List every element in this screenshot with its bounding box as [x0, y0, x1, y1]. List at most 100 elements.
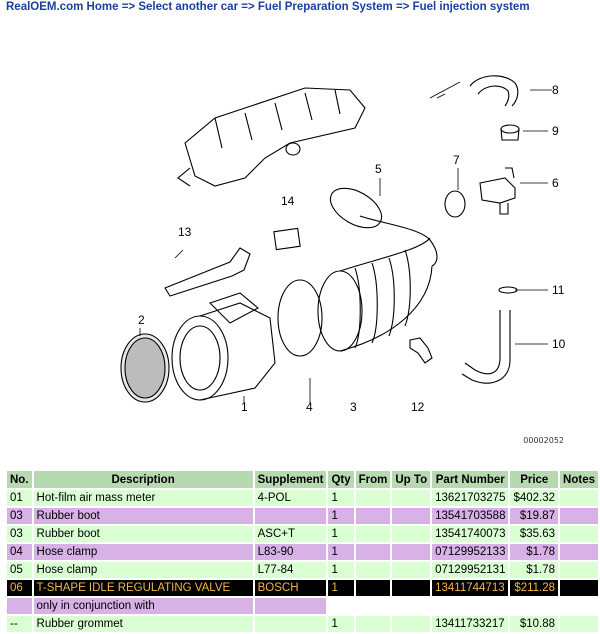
fitting-part[interactable]	[409, 337, 433, 364]
callout-14[interactable]: 14	[281, 194, 295, 208]
hose-clamp-4-part[interactable]	[277, 279, 323, 357]
callout-1[interactable]: 1	[241, 400, 248, 414]
hose-8-part[interactable]	[469, 75, 519, 107]
table-row[interactable]: 03 Rubber boot 1 13541703588 $19.87	[7, 508, 598, 524]
cell-notes	[560, 544, 598, 560]
cell-from	[355, 580, 391, 596]
clip-part[interactable]	[498, 286, 518, 294]
callout-13[interactable]: 13	[178, 225, 192, 239]
screen-filter-part[interactable]	[120, 333, 170, 403]
cell-no: 04	[7, 544, 32, 560]
callout-7[interactable]: 7	[453, 153, 460, 167]
cell-price	[510, 598, 559, 614]
cell-qty: 1	[328, 526, 354, 542]
ring-part[interactable]	[444, 190, 466, 218]
cell-part-number[interactable]: 07129952133	[432, 544, 509, 560]
grommet-part[interactable]	[500, 124, 520, 141]
cell-no	[7, 598, 32, 614]
cell-supplement: L83-90	[254, 544, 327, 560]
select-car-link[interactable]: Select another car	[138, 1, 239, 13]
cell-notes	[560, 508, 598, 524]
cell-no: 03	[7, 526, 32, 542]
callout-4[interactable]: 4	[306, 400, 313, 414]
cell-from	[355, 526, 391, 542]
cell-part-number[interactable]: 13411744713	[432, 580, 509, 596]
cell-up-to	[392, 580, 431, 596]
callout-8[interactable]: 8	[552, 83, 559, 97]
cell-supplement: ASC+T	[254, 526, 327, 542]
header-notes: Notes	[560, 471, 598, 488]
cell-from	[355, 562, 391, 578]
connector-part[interactable]	[273, 227, 301, 251]
hose-10-part[interactable]	[461, 310, 511, 384]
diagram-id: 00002052	[523, 436, 564, 445]
table-row[interactable]: -- Rubber grommet 1 13411733217 $10.88	[7, 616, 598, 632]
cell-supplement	[254, 616, 327, 632]
hose-clamp-5-part[interactable]	[324, 180, 388, 236]
cell-part-number[interactable]: 13411733217	[432, 616, 509, 632]
cell-part-number[interactable]: 13541740073	[432, 526, 509, 542]
callout-12[interactable]: 12	[411, 400, 425, 414]
cell-description: Rubber boot	[33, 508, 253, 524]
table-row[interactable]: 05 Hose clamp L77-84 1 07129952131 $1.78	[7, 562, 598, 578]
subcategory-link[interactable]: Fuel injection system	[412, 1, 530, 13]
cell-notes	[560, 526, 598, 542]
cell-up-to	[392, 526, 431, 542]
breadcrumb-separator: =>	[395, 1, 410, 13]
cell-up-to	[392, 562, 431, 578]
cell-up-to	[392, 616, 431, 632]
header-qty: Qty	[328, 471, 354, 488]
cell-price: $35.63	[510, 526, 559, 542]
category-link[interactable]: Fuel Preparation System	[257, 1, 393, 13]
cell-up-to	[392, 544, 431, 560]
cell-no: --	[7, 616, 32, 632]
cell-supplement: BOSCH	[254, 580, 327, 596]
table-row-selected[interactable]: 06 T-SHAPE IDLE REGULATING VALVE BOSCH 1…	[7, 580, 598, 596]
callout-10[interactable]: 10	[552, 337, 566, 351]
cell-part-number	[432, 598, 509, 614]
callout-5[interactable]: 5	[375, 162, 382, 176]
header-part-number: Part Number	[432, 471, 509, 488]
cell-description: Hot-film air mass meter	[33, 490, 253, 506]
cell-part-number[interactable]: 07129952131	[432, 562, 509, 578]
cell-qty: 1	[328, 490, 354, 506]
callout-9[interactable]: 9	[552, 124, 559, 138]
intake-manifold-part[interactable]	[177, 87, 366, 187]
cell-supplement	[254, 508, 327, 524]
callout-3[interactable]: 3	[350, 400, 357, 414]
cell-price: $1.78	[510, 562, 559, 578]
table-row[interactable]: 03 Rubber boot ASC+T 1 13541740073 $35.6…	[7, 526, 598, 542]
table-header-row: No. Description Supplement Qty From Up T…	[7, 471, 598, 488]
cell-supplement: 4-POL	[254, 490, 327, 506]
sensor-part[interactable]	[164, 247, 251, 297]
parts-diagram[interactable]: 1 2 3 4 5 6 7 8 9 10 11 12 13 14	[0, 18, 600, 466]
cell-part-number[interactable]: 13541703588	[432, 508, 509, 524]
cell-no: 05	[7, 562, 32, 578]
table-row[interactable]: 04 Hose clamp L83-90 1 07129952133 $1.78	[7, 544, 598, 560]
breadcrumb-separator: =>	[121, 1, 136, 13]
cell-price: $211.28	[510, 580, 559, 596]
cell-notes	[560, 616, 598, 632]
header-price: Price	[510, 471, 559, 488]
cell-supplement	[254, 598, 327, 614]
cell-up-to	[392, 508, 431, 524]
callout-labels: 1 2 3 4 5 6 7 8 9 10 11 12 13 14	[138, 83, 566, 414]
cell-description: only in conjunction with	[33, 598, 253, 614]
cell-notes	[560, 598, 598, 614]
home-link[interactable]: RealOEM.com Home	[6, 1, 119, 13]
cell-description: Hose clamp	[33, 562, 253, 578]
callout-6[interactable]: 6	[552, 176, 559, 190]
callout-2[interactable]: 2	[138, 313, 145, 327]
air-mass-meter-part[interactable]	[171, 292, 276, 401]
cell-qty: 1	[328, 562, 354, 578]
cell-part-number[interactable]: 13621703275	[432, 490, 509, 506]
cell-price: $19.87	[510, 508, 559, 524]
table-row[interactable]: 01 Hot-film air mass meter 4-POL 1 13621…	[7, 490, 598, 506]
cell-price: $402.32	[510, 490, 559, 506]
idle-valve-part[interactable]	[479, 167, 516, 215]
cell-from	[355, 508, 391, 524]
callout-11[interactable]: 11	[552, 283, 565, 297]
cell-qty: 1	[328, 544, 354, 560]
breadcrumb-separator: =>	[241, 1, 255, 13]
rubber-boot-part[interactable]	[317, 215, 438, 352]
